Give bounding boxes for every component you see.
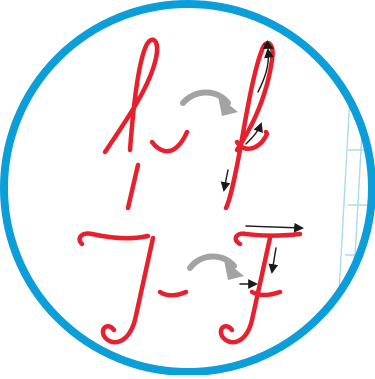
lowercase-f-complete [226, 43, 273, 208]
uppercase-f-partial [80, 234, 186, 343]
uppercase-f-complete [221, 234, 300, 343]
circle-frame [4, 4, 372, 372]
lowercase-f-partial [105, 40, 187, 208]
transition-arrow-icon [183, 92, 238, 116]
transition-arrow-icon [190, 256, 244, 280]
